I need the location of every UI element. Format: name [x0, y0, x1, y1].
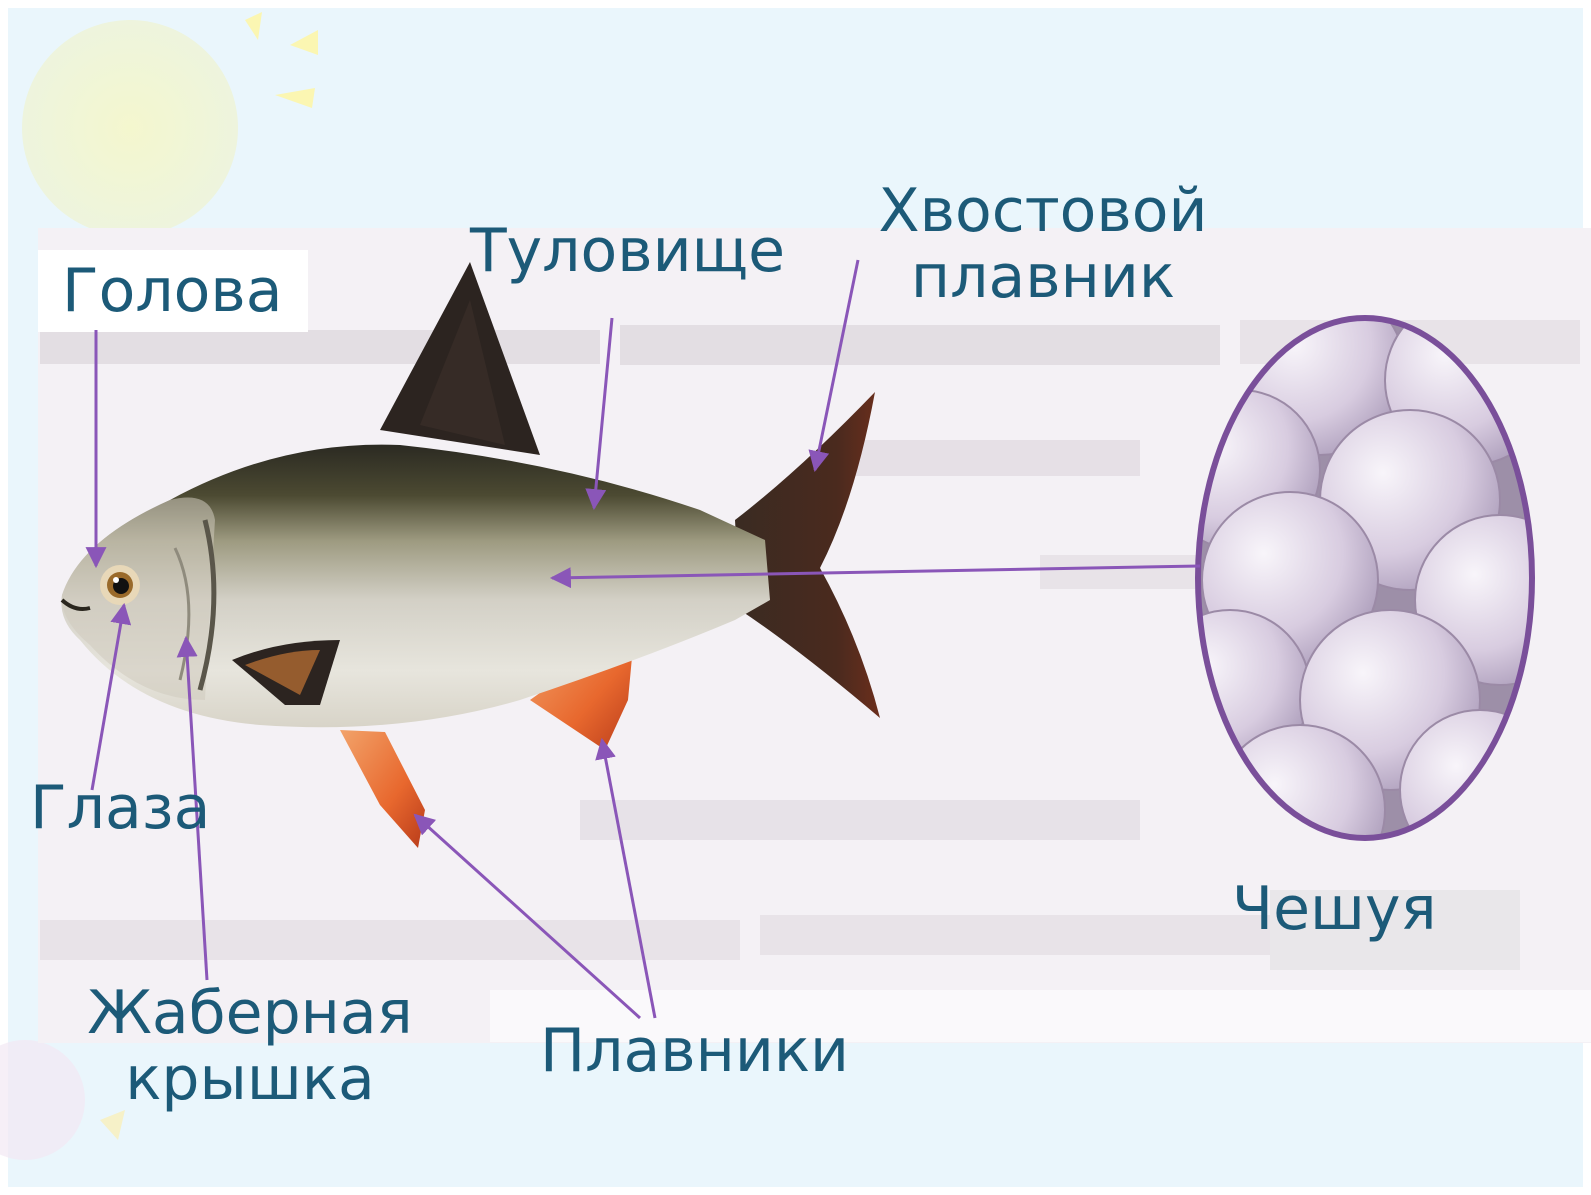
label-gill-cover-line1: Жаберная: [60, 980, 440, 1046]
label-tail-fin: Хвостовой плавник: [848, 178, 1238, 310]
label-tail-fin-line1: Хвостовой: [848, 178, 1238, 244]
label-scales: Чешуя: [1232, 876, 1437, 942]
label-gill-cover-line2: крышка: [60, 1046, 440, 1112]
label-head: Голова: [62, 258, 283, 324]
label-fins: Плавники: [540, 1018, 849, 1084]
label-gill-cover: Жаберная крышка: [60, 980, 440, 1112]
label-body: Туловище: [470, 218, 785, 284]
label-eyes: Глаза: [30, 775, 210, 841]
label-tail-fin-line2: плавник: [848, 244, 1238, 310]
